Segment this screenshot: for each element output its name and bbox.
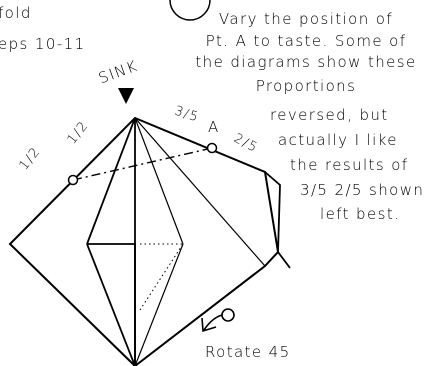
valley-fold-line	[72, 147, 213, 181]
left-diagonal	[134, 117, 266, 267]
note-line: Proportions	[255, 77, 357, 95]
inner-right-edge	[134, 117, 184, 245]
inner-right-edge-lower	[134, 243, 184, 366]
inner-kite	[86, 243, 136, 366]
top-left-note-line2: eps 10-11	[0, 35, 86, 53]
sink-arrow-icon	[118, 88, 134, 104]
note-line: the diagrams show these	[195, 53, 417, 71]
rotate-arrow-icon	[201, 308, 235, 333]
point-a-label: A	[208, 118, 220, 136]
model-outline	[8, 116, 280, 366]
note-line: Pt. A to taste. Some of	[205, 32, 407, 50]
step-number-circle	[169, 0, 211, 21]
point-a-circle	[206, 142, 218, 154]
rotate-label: Rotate 45	[205, 343, 291, 361]
note-line: actually I like	[278, 131, 398, 149]
note-line: left best.	[320, 205, 401, 223]
right-flap	[264, 171, 291, 269]
note-line: Vary the position of	[218, 10, 394, 28]
inner-left-edge	[86, 117, 136, 245]
note-line: 3/5 2/5 shown	[300, 181, 425, 199]
note-line: reversed, but	[270, 106, 389, 124]
note-line: the results of	[290, 156, 409, 174]
top-left-note-line1: fold	[0, 4, 32, 22]
point-left-circle	[67, 174, 79, 186]
